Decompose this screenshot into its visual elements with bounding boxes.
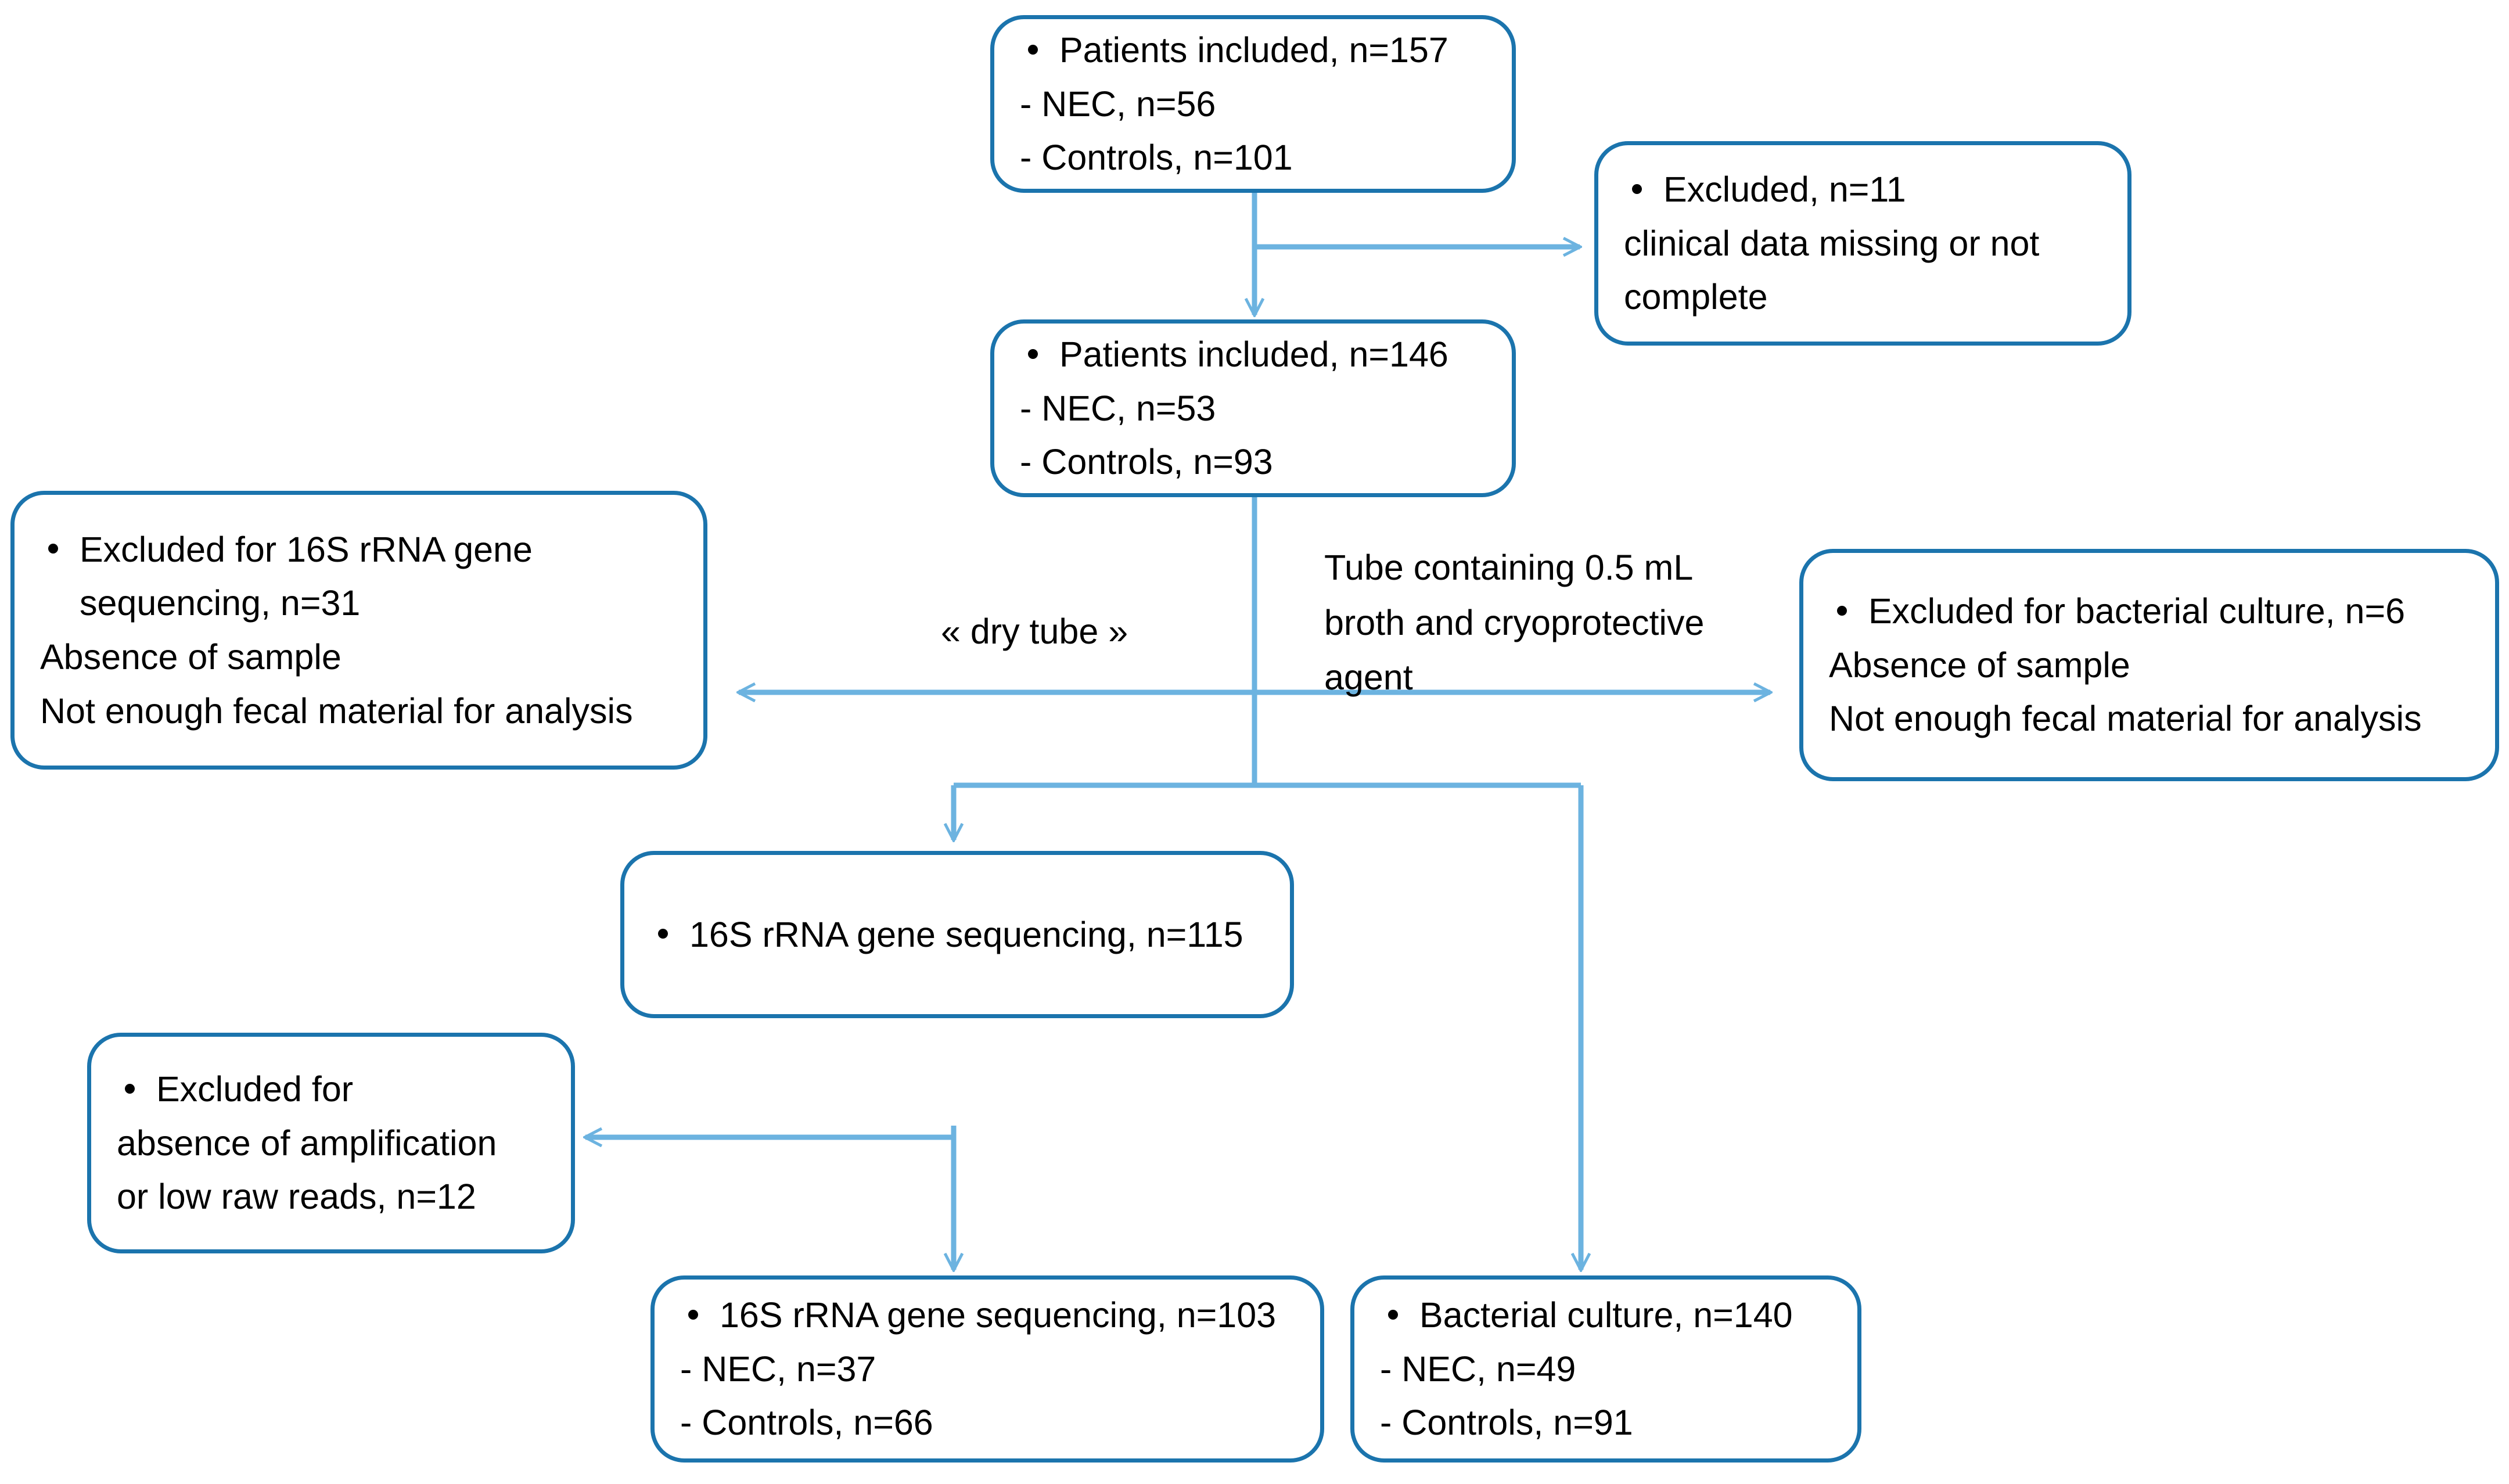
node-line: or low raw reads, n=12 [117,1177,476,1217]
node-line: Not enough fecal material for analysis [1829,699,2422,739]
bacterial-culture-140-box[interactable]: Bacterial culture, n=140 - NEC, n=49 - C… [1350,1275,1861,1463]
broth-tube-label-line2: broth and cryoprotective [1324,602,1705,642]
node-line-text: Bacterial culture, n=140 [1419,1295,1793,1335]
excluded-clinical-data-box[interactable]: Excluded, n=11 clinical data missing or … [1594,141,2131,346]
bullet-icon [1837,605,1847,616]
broth-tube-label: Tube containing 0.5 mL broth and cryopro… [1324,540,1748,705]
dry-tube-label: « dry tube » [941,612,1128,651]
node-line: Excluded, n=11 [1624,163,2102,217]
node-line: - Controls, n=66 [680,1403,933,1443]
node-line-text: 16S rRNA gene sequencing, n=103 [720,1295,1277,1335]
node-line: 16S rRNA gene sequencing, n=103 [680,1288,1295,1342]
sequencing-115-box[interactable]: 16S rRNA gene sequencing, n=115 [620,851,1294,1018]
node-line: - NEC, n=53 [1020,388,1216,428]
node-line-text: Excluded, n=11 [1663,169,1906,209]
bullet-icon [125,1083,135,1094]
node-line-text: Patients included, n=157 [1059,30,1448,70]
node-line: Bacterial culture, n=140 [1380,1288,1832,1342]
node-line: Excluded for [117,1062,545,1116]
node-line: - Controls, n=93 [1020,442,1273,482]
bullet-icon [1028,348,1038,359]
bullet-icon [48,544,58,554]
bullet-icon [1388,1309,1398,1320]
excluded-16s-sequencing-box[interactable]: Excluded for 16S rRNA gene sequencing, n… [10,491,707,770]
node-line: - NEC, n=37 [680,1349,876,1389]
node-line-text: Excluded for [156,1069,354,1109]
broth-tube-label-line1: Tube containing 0.5 mL [1324,548,1694,587]
node-line-text: Excluded for 16S rRNA gene sequencing, n… [80,529,533,623]
bullet-icon [688,1309,698,1320]
patients-included-157-box[interactable]: Patients included, n=157 - NEC, n=56 - C… [990,15,1516,193]
node-line: Patients included, n=146 [1020,328,1486,382]
node-line: - Controls, n=101 [1020,138,1293,178]
node-line: Absence of sample [40,637,342,677]
node-line: absence of amplification [117,1123,497,1163]
node-line: Not enough fecal material for analysis [40,691,633,731]
patients-included-146-box[interactable]: Patients included, n=146 - NEC, n=53 - C… [990,319,1516,497]
node-line: Excluded for 16S rRNA gene sequencing, n… [40,523,678,630]
node-line-text: 16S rRNA gene sequencing, n=115 [689,914,1243,954]
node-line-text: Patients included, n=146 [1059,334,1448,374]
node-line: Absence of sample [1829,645,2130,685]
bullet-icon [1632,184,1642,194]
node-line: - NEC, n=49 [1380,1349,1576,1389]
node-line: Excluded for bacterial culture, n=6 [1829,584,2470,638]
node-line: 16S rRNA gene sequencing, n=115 [650,908,1264,962]
bullet-icon [1028,44,1038,55]
sequencing-103-box[interactable]: 16S rRNA gene sequencing, n=103 - NEC, n… [650,1275,1324,1463]
node-line: clinical data missing or not complete [1624,223,2040,317]
node-line-text: Excluded for bacterial culture, n=6 [1868,591,2405,631]
node-line: - Controls, n=91 [1380,1403,1633,1443]
node-line: Patients included, n=157 [1020,23,1486,77]
broth-tube-label-line3: agent [1324,657,1413,698]
node-line: - NEC, n=56 [1020,84,1216,124]
excluded-bacterial-culture-box[interactable]: Excluded for bacterial culture, n=6 Abse… [1799,549,2499,781]
bullet-icon [658,929,668,939]
excluded-amplification-box[interactable]: Excluded for absence of amplification or… [87,1033,575,1253]
